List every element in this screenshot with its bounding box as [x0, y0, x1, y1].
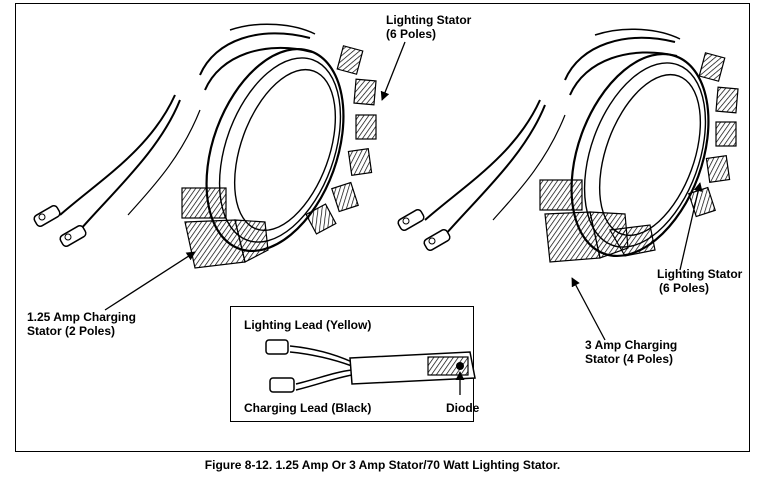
figure-caption: Figure 8-12. 1.25 Amp Or 3 Amp Stator/70…	[204, 458, 561, 472]
lead-detail-inset	[230, 306, 474, 422]
charging-lead-label: Charging Lead (Black)	[244, 401, 372, 415]
diode-label: Diode	[446, 401, 480, 415]
lighting-stator-label-right: Lighting Stator (6 Poles)	[657, 267, 743, 295]
right-stator	[397, 28, 739, 263]
figure-frame	[15, 3, 750, 452]
lighting-stator-label-top: Lighting Stator (6 Poles)	[386, 13, 472, 41]
charging-stator-125-label: 1.25 Amp Charging Stator (2 Poles)	[27, 310, 136, 338]
charging-stator-3-label: 3 Amp Charging Stator (4 Poles)	[585, 338, 678, 366]
lighting-lead-label: Lighting Lead (Yellow)	[244, 318, 372, 332]
left-stator	[33, 23, 377, 269]
lead-assembly	[265, 339, 476, 393]
